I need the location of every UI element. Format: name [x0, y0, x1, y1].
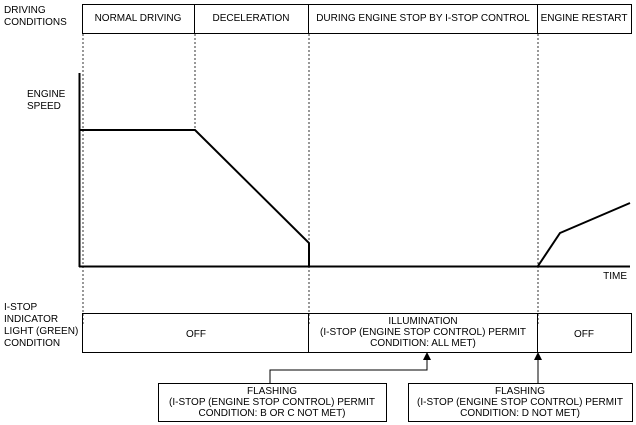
callout-1-line2: (I-STOP (ENGINE STOP CONTROL) PERMIT	[169, 397, 375, 408]
engine-speed-curve-decel	[80, 129, 310, 266]
callout-1-arrow	[269, 352, 431, 383]
indicator-state-illumination-line2: (I-STOP (ENGINE STOP CONTROL) PERMIT	[320, 327, 526, 338]
callout-2-line1: FLASHING	[495, 386, 545, 397]
indicator-label-line3: LIGHT (GREEN)	[4, 326, 78, 337]
driving-conditions-label-line1: DRIVING	[4, 5, 46, 16]
phase-label-normal-driving: NORMAL DRIVING	[95, 13, 182, 24]
engine-speed-label-line2: SPEED	[27, 101, 61, 112]
phase-box-engine-restart	[537, 4, 632, 34]
engine-speed-label-line1: ENGINE	[27, 89, 66, 100]
callout-box-1	[158, 383, 387, 422]
driving-conditions-label-line2: CONDITIONS	[4, 17, 67, 28]
indicator-state-illumination-line3: CONDITION: ALL MET)	[370, 338, 476, 349]
indicator-label-line2: INDICATOR	[4, 314, 58, 325]
callout-2-line2: (I-STOP (ENGINE STOP CONTROL) PERMIT	[417, 397, 623, 408]
indicator-state-off-2: OFF	[574, 329, 594, 340]
phase-label-engine-stop: DURING ENGINE STOP BY I-STOP CONTROL	[316, 13, 530, 24]
indicator-state-illumination-line1: ILLUMINATION	[388, 316, 457, 327]
callout-1-line3: CONDITION: B OR C NOT MET)	[198, 408, 345, 419]
callout-2-line3: CONDITION: D NOT MET)	[460, 408, 580, 419]
indicator-state-box-off-2	[537, 313, 632, 353]
phase-header-row	[82, 4, 632, 34]
engine-speed-curve-restart	[537, 202, 631, 267]
indicator-label-line1: I-STOP	[4, 302, 37, 313]
phase-boundary-lines	[82, 34, 539, 325]
callout-box-2	[408, 383, 633, 422]
indicator-label-line4: CONDITION	[4, 338, 60, 349]
callout-1-line1: FLASHING	[247, 386, 297, 397]
phase-label-deceleration: DECELERATION	[212, 13, 289, 24]
indicator-state-off-1: OFF	[186, 329, 206, 340]
time-axis-label: TIME	[603, 271, 627, 282]
phase-label-engine-restart: ENGINE RESTART	[541, 13, 628, 24]
